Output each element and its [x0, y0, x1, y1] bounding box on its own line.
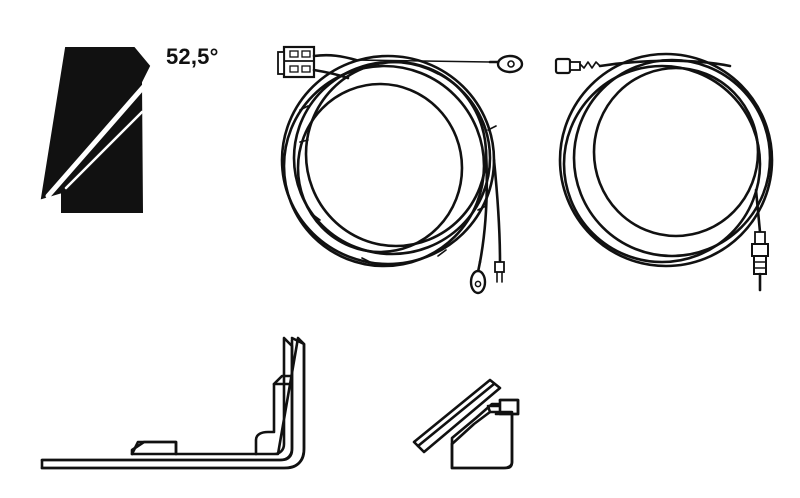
angled-wedge-icon: [40, 47, 151, 213]
coax-cable-coil-icon: [554, 52, 774, 292]
angled-mount-icon: [412, 378, 520, 470]
angle-label: 52,5°: [166, 44, 219, 69]
dual-cable-harness-icon: [277, 45, 524, 295]
l-bracket-icon: [40, 336, 306, 470]
